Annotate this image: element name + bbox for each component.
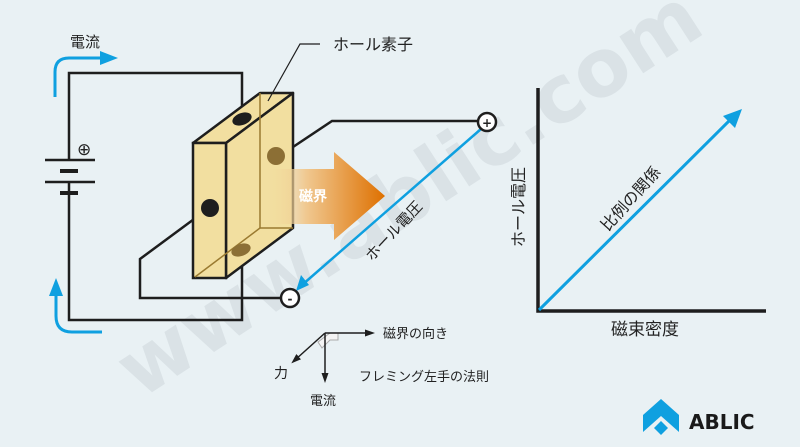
circuit-wires bbox=[67, 71, 478, 322]
fleming-current-label: 電流 bbox=[310, 394, 336, 409]
force-label: 力 bbox=[274, 366, 288, 382]
ablic-logo-icon bbox=[643, 399, 679, 435]
graph-x-axis-label: 磁束密度 bbox=[611, 320, 679, 340]
graph-y-axis-label: ホール電圧 bbox=[509, 167, 528, 247]
hall-element-label: ホール素子 bbox=[333, 35, 413, 54]
terminal-plus: + bbox=[476, 111, 498, 133]
ablic-logo: ABLIC bbox=[643, 399, 755, 435]
battery-plus-icon: ⊕ bbox=[77, 140, 91, 160]
hall-element bbox=[191, 91, 295, 280]
fleming-rule-label: フレミング左手の法則 bbox=[359, 370, 489, 385]
ablic-logo-text: ABLIC bbox=[689, 410, 755, 434]
current-label: 電流 bbox=[70, 33, 100, 51]
proportional-line-arrowhead bbox=[723, 109, 742, 128]
graph-line-label: 比例の関係 bbox=[597, 162, 665, 234]
magnetic-field-arrow bbox=[264, 152, 385, 240]
magnetic-field-label: 磁界 bbox=[299, 188, 328, 205]
hall-element-leader bbox=[267, 43, 320, 102]
fleming-rule-diagram bbox=[291, 329, 375, 383]
battery-symbol bbox=[45, 158, 95, 195]
terminal-plus-symbol: + bbox=[482, 116, 492, 130]
hall-voltage-arrow bbox=[301, 128, 482, 286]
current-flow-arrow-top bbox=[53, 51, 118, 97]
proportional-line bbox=[537, 115, 735, 312]
terminal-minus: - bbox=[279, 287, 301, 309]
hall-voltage-arrowhead bbox=[296, 275, 309, 291]
terminal-minus-symbol: - bbox=[288, 292, 293, 306]
field-direction-label: 磁界の向き bbox=[383, 326, 448, 342]
current-flow-arrow-bottom bbox=[49, 278, 102, 334]
proportional-graph bbox=[536, 88, 766, 313]
